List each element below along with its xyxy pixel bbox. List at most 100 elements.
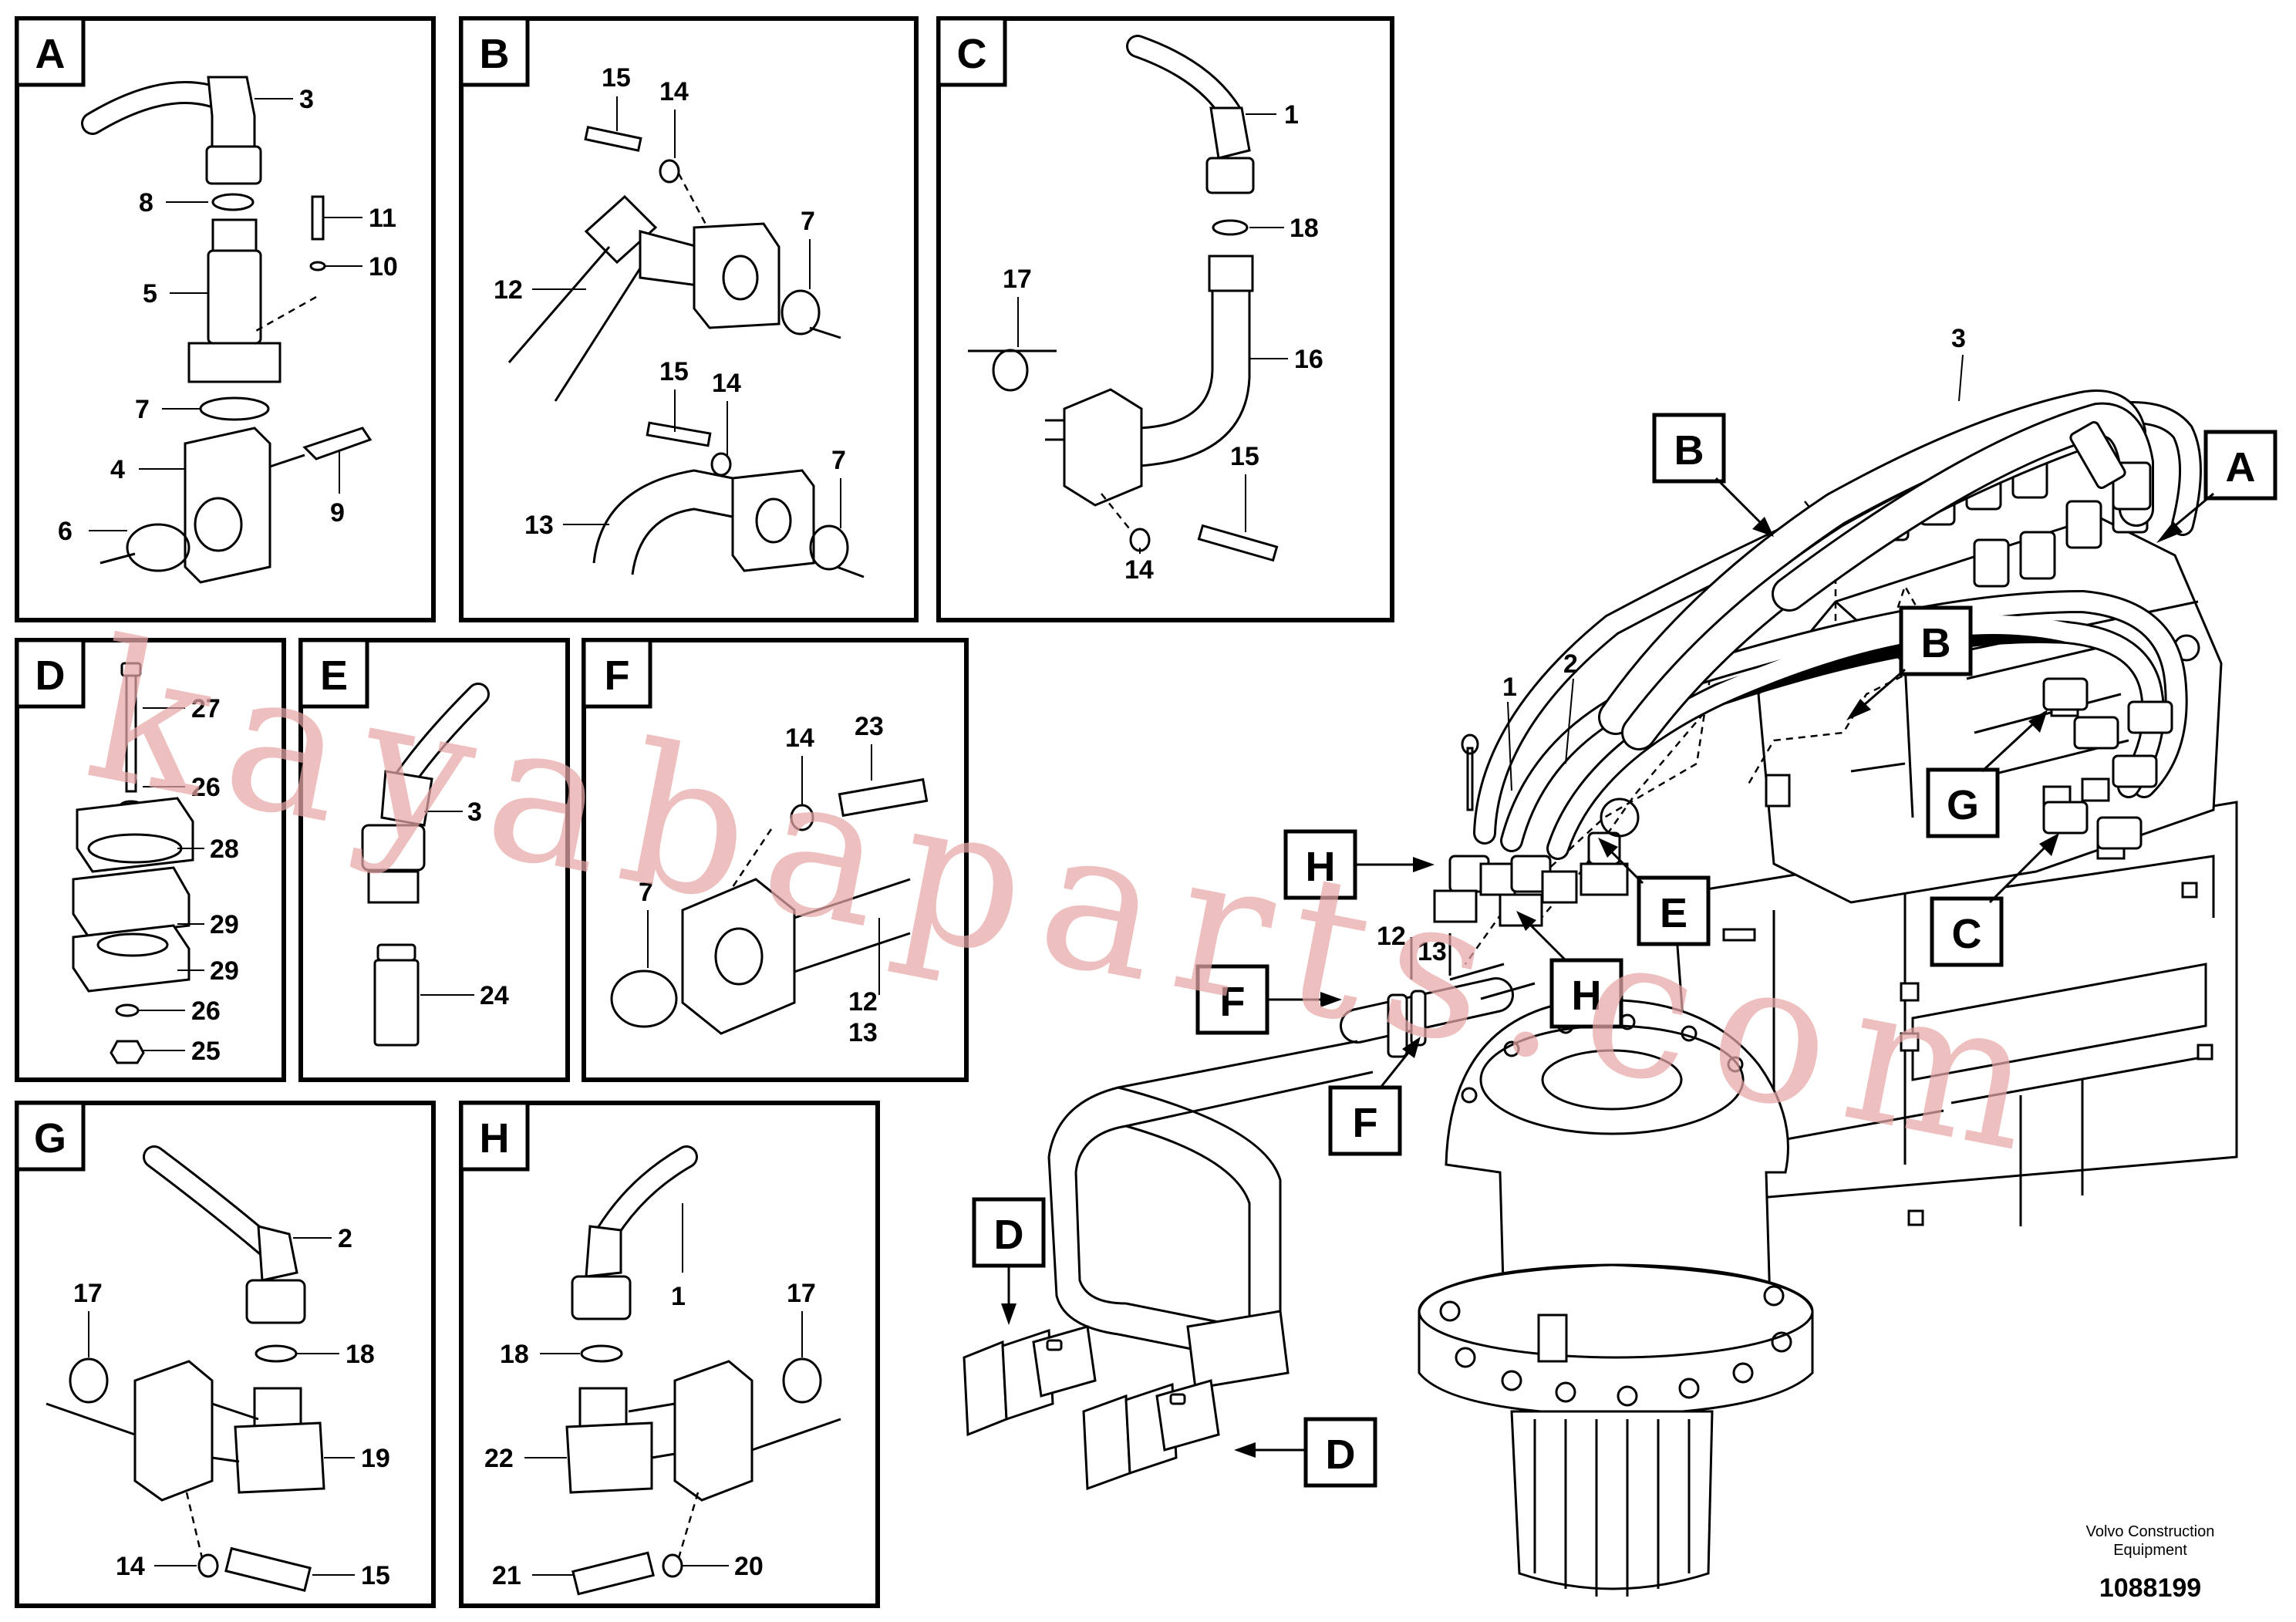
- h-fittings: [1433, 733, 1640, 927]
- panel-g-tag: G: [34, 1115, 66, 1162]
- callout-g-17: 17: [73, 1279, 103, 1308]
- callout-h-17: 17: [787, 1279, 816, 1308]
- callout-g-2: 2: [338, 1224, 352, 1253]
- main-tag-g: G: [1926, 710, 2048, 838]
- svg-text:B: B: [1921, 620, 1951, 666]
- callout-f-7: 7: [639, 878, 653, 907]
- main-callout-2: 2: [1563, 649, 1578, 679]
- callout-e-3: 3: [467, 798, 482, 827]
- callout-a-7: 7: [135, 395, 150, 424]
- callout-f-13: 13: [848, 1018, 878, 1047]
- callout-d-28: 28: [210, 835, 239, 864]
- callout-a-8: 8: [139, 188, 153, 218]
- panel-b: B 15 14 7 12 15 14 7: [459, 16, 919, 622]
- panel-a: A 3 8 5 11 10 7 4 9: [15, 16, 436, 622]
- callout-f-23: 23: [855, 712, 884, 741]
- callout-a-6: 6: [58, 517, 72, 546]
- callout-f-14: 14: [785, 723, 814, 753]
- main-callout-13: 13: [1418, 937, 1447, 966]
- panel-f-tag: F: [605, 653, 630, 699]
- panel-e: E 3 24: [298, 638, 570, 1082]
- svg-text:B: B: [1674, 427, 1704, 474]
- callout-b-12: 12: [494, 275, 523, 305]
- callout-c-14: 14: [1124, 555, 1154, 585]
- panel-f: F 14 23 7 12 13: [582, 638, 969, 1082]
- svg-text:G: G: [1947, 782, 1979, 828]
- callout-c-17: 17: [1003, 265, 1032, 294]
- hose-lines: [1473, 389, 2202, 860]
- main-callout-12: 12: [1377, 922, 1406, 951]
- main-tag-c: C: [1930, 833, 2059, 967]
- svg-text:F: F: [1220, 979, 1246, 1025]
- panel-c: C 1 18 17 16 15 14: [936, 16, 1394, 622]
- callout-b-14-bottom: 14: [712, 369, 741, 398]
- callout-c-16: 16: [1294, 345, 1323, 374]
- main-tag-d-top: D: [972, 1197, 1046, 1325]
- callout-g-19: 19: [361, 1444, 390, 1473]
- callout-a-9: 9: [330, 498, 345, 528]
- callout-d-25: 25: [191, 1037, 221, 1066]
- svg-text:D: D: [994, 1212, 1024, 1258]
- callout-a-5: 5: [143, 279, 157, 309]
- callout-a-11: 11: [369, 204, 396, 233]
- callout-c-1: 1: [1284, 100, 1299, 130]
- svg-text:A: A: [2226, 444, 2256, 491]
- main-tag-b-lower: B: [1846, 605, 1973, 720]
- svg-text:D: D: [1326, 1431, 1356, 1478]
- callout-b-7-top: 7: [801, 207, 815, 236]
- svg-text:F: F: [1353, 1100, 1378, 1146]
- callout-c-15: 15: [1230, 442, 1259, 471]
- callout-e-24: 24: [480, 981, 509, 1010]
- company-name: Volvo Construction: [2086, 1523, 2215, 1540]
- callout-a-3: 3: [299, 85, 314, 114]
- panel-d-tag: D: [35, 653, 66, 699]
- callout-h-18: 18: [500, 1340, 529, 1369]
- callout-d-26-top: 26: [191, 773, 221, 802]
- main-tag-b-upper: B: [1652, 413, 1774, 537]
- company-name-line2: Equipment: [2113, 1542, 2187, 1559]
- callout-c-18: 18: [1290, 214, 1319, 243]
- main-tag-d-bottom: D: [1234, 1417, 1377, 1488]
- callout-h-20: 20: [734, 1552, 764, 1581]
- callout-a-4: 4: [110, 455, 125, 484]
- panel-c-tag: C: [957, 31, 987, 77]
- swing-motor: [1418, 999, 1814, 1597]
- svg-text:E: E: [1660, 890, 1687, 936]
- callout-h-22: 22: [484, 1444, 514, 1473]
- reference-block: Volvo Construction Equipment 1088199: [2086, 1523, 2215, 1603]
- main-tag-h-left: H: [1283, 829, 1435, 900]
- main-tag-f-right: F: [1328, 1037, 1421, 1156]
- panel-h-tag: H: [480, 1115, 510, 1162]
- callout-f-12: 12: [848, 987, 878, 1017]
- main-tag-h-right: H: [1516, 911, 1623, 1029]
- callout-d-26-bottom: 26: [191, 996, 221, 1026]
- main-callout-3: 3: [1951, 324, 1966, 353]
- callout-g-15: 15: [361, 1561, 390, 1590]
- callout-a-10: 10: [369, 252, 398, 282]
- callout-d-29-top: 29: [210, 910, 239, 939]
- panel-d: D 27 26 28 29 29 26 25: [15, 638, 286, 1082]
- main-tag-a: A: [2156, 430, 2277, 543]
- main-tag-f-left: F: [1195, 964, 1342, 1035]
- panel-a-tag: A: [35, 31, 66, 77]
- callout-b-13: 13: [524, 511, 554, 540]
- main-callout-1: 1: [1502, 673, 1517, 702]
- callout-d-27: 27: [191, 694, 221, 723]
- callout-h-1: 1: [671, 1282, 686, 1311]
- panel-e-tag: E: [320, 653, 348, 699]
- svg-text:C: C: [1952, 911, 1982, 957]
- callout-h-21: 21: [492, 1561, 521, 1590]
- panel-g: G 2 17 18 19 14 15: [15, 1101, 436, 1608]
- diagram-number: 1088199: [2099, 1573, 2201, 1603]
- panel-b-tag: B: [480, 31, 510, 77]
- callout-g-14: 14: [116, 1552, 145, 1581]
- svg-text:H: H: [1572, 973, 1602, 1019]
- main-tag-e: E: [1598, 838, 1711, 946]
- callout-d-29-bottom: 29: [210, 956, 239, 986]
- svg-text:H: H: [1306, 844, 1336, 890]
- callout-g-18: 18: [346, 1340, 375, 1369]
- main-assembly: 3 1 2 12 13 A B B C: [963, 324, 2277, 1597]
- f-pipe-and-d-brackets: [963, 977, 1514, 1491]
- callout-b-7-bottom: 7: [831, 446, 846, 475]
- callout-b-14-top: 14: [659, 77, 689, 106]
